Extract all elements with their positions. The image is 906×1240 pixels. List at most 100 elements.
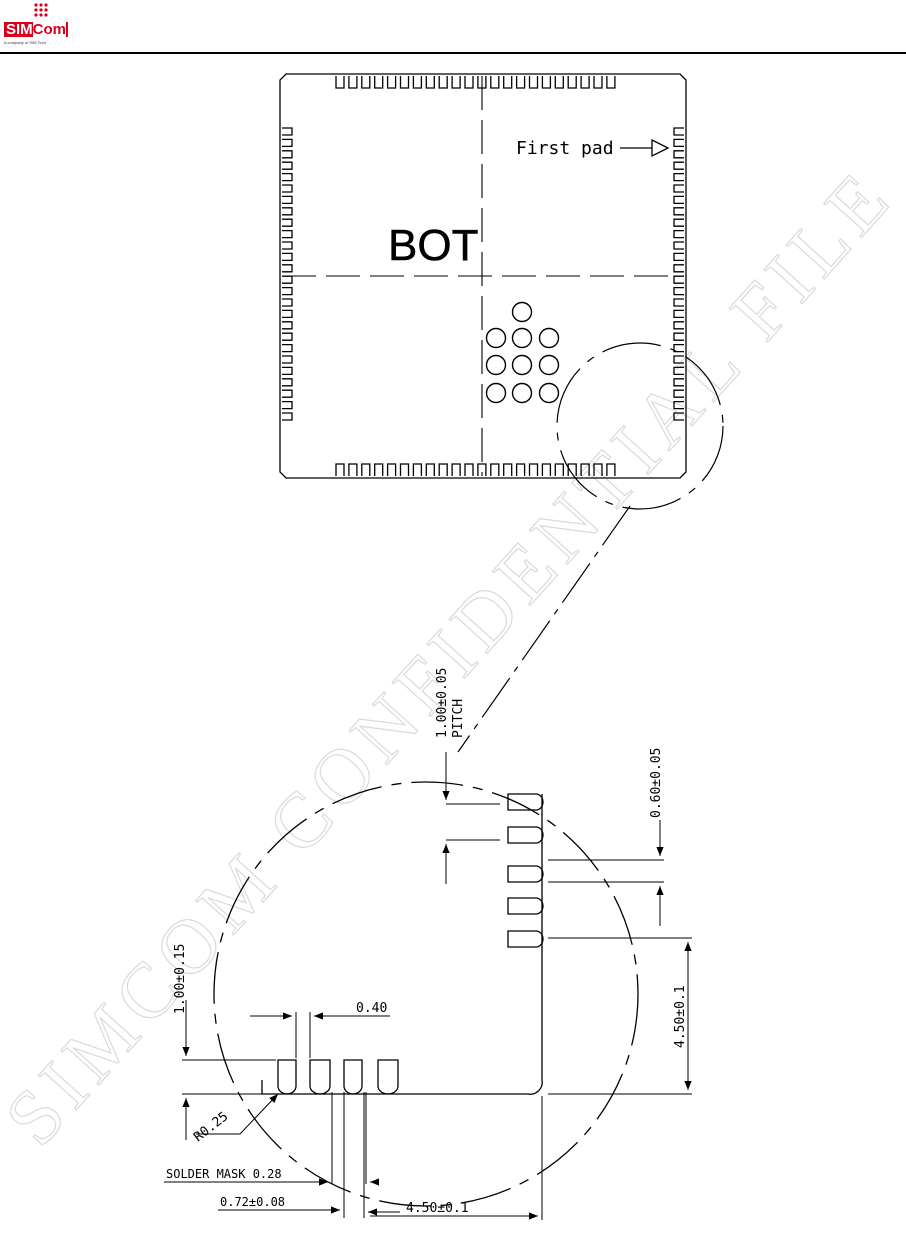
edge-pad: [674, 265, 684, 272]
left-edge-dimension: 1.00±0.15: [173, 944, 188, 1014]
radius-dimension: R0.25: [191, 1109, 231, 1145]
edge-pad: [674, 276, 684, 283]
edge-pad: [555, 76, 563, 88]
edge-pad: [388, 76, 396, 88]
edge-pad: [607, 76, 615, 88]
edge-pad: [336, 76, 344, 88]
view-label: BOT: [388, 221, 478, 270]
edge-pad: [581, 76, 589, 88]
edge-pad: [674, 151, 684, 158]
edge-pad: [491, 464, 499, 476]
edge-pad: [674, 208, 684, 215]
edge-pad: [542, 76, 550, 88]
edge-pad: [282, 345, 292, 352]
edge-pad: [282, 367, 292, 374]
pad-width-dimension: 0.60±0.05: [649, 748, 664, 818]
svg-text:SIMCOM CONFIDENTIAL FILE: SIMCOM CONFIDENTIAL FILE: [0, 151, 906, 1161]
edge-pad: [282, 413, 292, 420]
pitch-value: 1.00±0.05: [435, 668, 450, 738]
edge-pad: [594, 76, 602, 88]
edge-pad: [674, 174, 684, 181]
edge-pad: [674, 185, 684, 192]
pad-length-dimension: 0.72±0.08: [220, 1195, 285, 1209]
edge-pad: [349, 464, 357, 476]
edge-pad: [452, 76, 460, 88]
edge-pad: [674, 196, 684, 203]
edge-pad: [674, 322, 684, 329]
edge-pad: [388, 464, 396, 476]
edge-pad: [282, 242, 292, 249]
edge-pad: [282, 333, 292, 340]
edge-pad: [282, 356, 292, 363]
edge-pad: [530, 76, 538, 88]
edge-pad: [674, 253, 684, 260]
edge-pad: [362, 464, 370, 476]
edge-pad: [413, 464, 421, 476]
edge-pad: [282, 288, 292, 295]
edge-pad: [282, 322, 292, 329]
edge-pad: [282, 174, 292, 181]
edge-pad: [517, 76, 525, 88]
edge-pad: [282, 310, 292, 317]
edge-pad: [336, 464, 344, 476]
bottom-offset-dimension: 4.50±0.1: [406, 1201, 469, 1216]
edge-pad: [530, 464, 538, 476]
edge-pad: [674, 299, 684, 306]
edge-pad: [375, 76, 383, 88]
gap-dimension: 0.40: [356, 1001, 387, 1016]
edge-pad: [282, 390, 292, 397]
edge-pad: [491, 76, 499, 88]
edge-pad: [674, 231, 684, 238]
pitch-label: PITCH: [451, 699, 466, 738]
edge-pad: [413, 76, 421, 88]
detail-right-pads: [508, 794, 543, 947]
confidential-watermark: SIMCOM CONFIDENTIAL FILE: [0, 151, 906, 1161]
thermal-pad-array: [487, 303, 559, 403]
edge-pad: [674, 139, 684, 146]
edge-pad: [426, 464, 434, 476]
detail-bottom-pads: [278, 1060, 398, 1094]
edge-pad: [517, 464, 525, 476]
edge-pad: [282, 185, 292, 192]
edge-pad: [282, 196, 292, 203]
edge-pad: [401, 76, 409, 88]
edge-pad: [401, 464, 409, 476]
edge-pad: [452, 464, 460, 476]
edge-pad: [465, 464, 473, 476]
edge-pad: [674, 128, 684, 135]
edge-pad: [465, 76, 473, 88]
edge-pad: [674, 219, 684, 226]
edge-pad: [282, 253, 292, 260]
edge-pad: [542, 464, 550, 476]
edge-pad: [282, 265, 292, 272]
edge-pad: [504, 464, 512, 476]
right-offset-dimension: 4.50±0.1: [673, 985, 688, 1048]
edge-pad: [282, 162, 292, 169]
first-pad-label: First pad: [516, 138, 614, 159]
first-pad-arrow-icon: [652, 140, 668, 156]
edge-pad: [439, 76, 447, 88]
edge-pad: [282, 219, 292, 226]
edge-pad: [504, 76, 512, 88]
edge-pad: [282, 139, 292, 146]
edge-pad: [362, 76, 370, 88]
edge-pad: [282, 151, 292, 158]
edge-pad: [282, 208, 292, 215]
edge-pad: [375, 464, 383, 476]
edge-pad: [282, 402, 292, 409]
edge-pad: [674, 288, 684, 295]
edge-pad: [282, 299, 292, 306]
edge-pad: [426, 76, 434, 88]
edge-pad: [282, 231, 292, 238]
top-edge-pads: [336, 76, 615, 88]
edge-pad: [439, 464, 447, 476]
edge-pad: [674, 162, 684, 169]
solder-mask-dimension: SOLDER MASK 0.28: [166, 1167, 282, 1181]
edge-pad: [674, 242, 684, 249]
edge-pad: [282, 276, 292, 283]
left-edge-pads: [282, 128, 292, 420]
edge-pad: [674, 310, 684, 317]
edge-pad: [568, 76, 576, 88]
edge-pad: [349, 76, 357, 88]
